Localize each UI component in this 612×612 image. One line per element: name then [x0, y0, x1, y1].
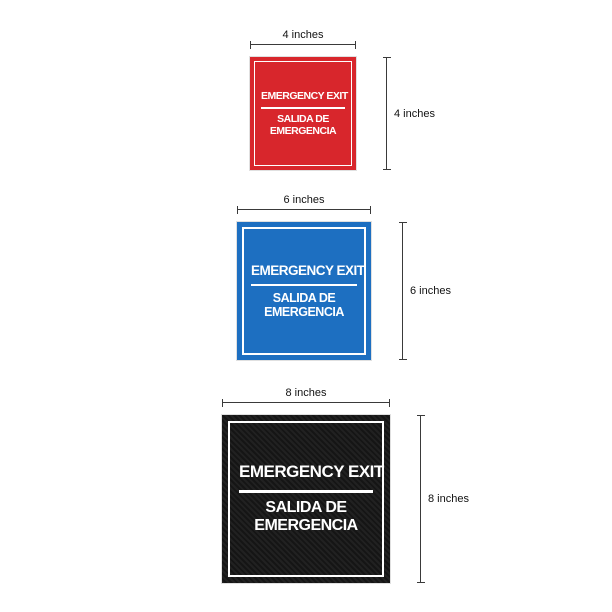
dimension-tick: [237, 206, 238, 214]
height-dimension-label: 8 inches: [428, 493, 469, 505]
sign-title: EMERGENCY EXIT: [239, 462, 384, 482]
dimension-tick: [250, 41, 251, 49]
dimension-tick: [383, 57, 391, 58]
dimension-tick: [417, 582, 425, 583]
height-dimension-8in: 8 inches: [417, 415, 469, 583]
sign-inner-border: EMERGENCY EXIT SALIDA DE EMERGENCIA: [228, 421, 384, 577]
sign-subtitle-line2: EMERGENCIA: [254, 517, 358, 535]
height-dimension-line: [399, 222, 407, 360]
height-dimension-6in: 6 inches: [399, 222, 451, 360]
sign-subtitle: SALIDA DE EMERGENCIA: [239, 499, 373, 536]
sign-title: EMERGENCY EXIT: [251, 262, 365, 278]
dimension-tick: [399, 222, 407, 223]
width-dimension-4in: 4 inches: [250, 29, 356, 49]
width-dimension-6in: 6 inches: [237, 194, 371, 214]
sign-divider: [251, 283, 357, 286]
height-dimension-line: [383, 57, 391, 170]
width-dimension-label: 6 inches: [283, 194, 325, 206]
dimension-tick: [389, 399, 390, 407]
sign-inner-border: EMERGENCY EXIT SALIDA DE EMERGENCIA: [254, 61, 352, 166]
sign-divider: [261, 107, 345, 109]
width-dimension-8in: 8 inches: [222, 387, 390, 407]
dimension-tick: [222, 399, 223, 407]
sign-subtitle-line1: SALIDA DE: [265, 498, 347, 516]
sign-subtitle-line1: SALIDA DE: [272, 290, 336, 305]
sign-divider: [239, 490, 373, 493]
dimension-tick: [370, 206, 371, 214]
height-dimension-label: 4 inches: [394, 107, 435, 120]
sign-subtitle-line1: SALIDA DE: [277, 112, 329, 125]
dimension-tick: [355, 41, 356, 49]
dimension-tick: [399, 359, 407, 360]
width-dimension-line: [222, 399, 390, 407]
sign-subtitle-line2: EMERGENCIA: [269, 124, 337, 137]
height-dimension-label: 6 inches: [410, 285, 451, 297]
emergency-exit-sign-blue: EMERGENCY EXIT SALIDA DE EMERGENCIA: [237, 222, 371, 360]
emergency-exit-sign-black: EMERGENCY EXIT SALIDA DE EMERGENCIA: [222, 415, 390, 583]
dimension-tick: [383, 169, 391, 170]
sign-inner-border: EMERGENCY EXIT SALIDA DE EMERGENCIA: [242, 227, 366, 355]
width-dimension-line: [250, 41, 356, 49]
width-dimension-label: 4 inches: [282, 29, 324, 41]
width-dimension-label: 8 inches: [285, 387, 327, 399]
sign-subtitle: SALIDA DE EMERGENCIA: [261, 113, 345, 137]
height-dimension-line: [417, 415, 425, 583]
sign-subtitle-line2: EMERGENCIA: [264, 305, 344, 319]
sign-title: EMERGENCY EXIT: [261, 90, 348, 103]
dimension-tick: [417, 415, 425, 416]
width-dimension-line: [237, 206, 371, 214]
height-dimension-4in: 4 inches: [383, 57, 435, 170]
sign-subtitle: SALIDA DE EMERGENCIA: [251, 291, 357, 320]
emergency-exit-sign-red: EMERGENCY EXIT SALIDA DE EMERGENCIA: [250, 57, 356, 170]
